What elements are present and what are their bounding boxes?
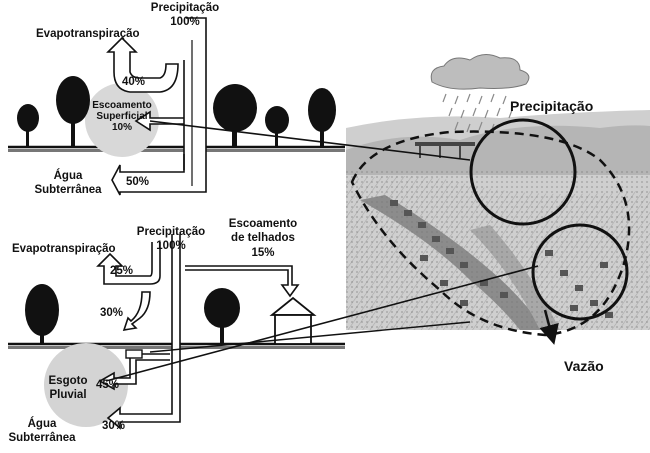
sewer-arrow	[98, 353, 170, 391]
top-runoff-label-2: Superficial	[96, 111, 148, 122]
roof-runoff-label-1: Escoamento	[228, 218, 298, 230]
top-trees	[17, 76, 336, 147]
bottom-connector-line	[105, 265, 539, 382]
bottom-trees	[25, 284, 240, 344]
top-precipitation-pct: 100%	[170, 16, 200, 28]
zoom-circle-urban	[531, 223, 629, 321]
bottom-evapotranspiration-pct: 25%	[110, 265, 134, 277]
sewer-label-1: Esgoto	[48, 375, 88, 387]
top-runoff-arrow	[134, 110, 184, 132]
bottom-precipitation-arrow	[106, 234, 181, 430]
bottom-panel-urban	[8, 234, 539, 430]
roof-runoff-label-2: de telhados	[231, 232, 295, 244]
city-landscape-illustration	[346, 54, 650, 345]
bottom-groundwater-label-2: Subterrânea	[8, 432, 76, 444]
top-evapotranspiration-label: Evapotranspiração	[36, 28, 140, 40]
outflow-arrow	[539, 309, 559, 345]
top-groundwater-label-1: Água	[53, 170, 83, 182]
top-evapotranspiration-pct: 40%	[122, 76, 146, 88]
top-runoff-pct: 10%	[111, 122, 132, 133]
top-groundwater-pct: 50%	[126, 176, 150, 188]
sewer-pct: 45%	[96, 379, 120, 391]
bottom-precipitation-label: Precipitação	[136, 226, 206, 238]
top-precipitation-arrow	[111, 17, 207, 196]
bottom-evapotranspiration-arrow	[96, 242, 161, 285]
landscape-precipitation-label: Precipitação	[510, 98, 594, 114]
top-runoff-highlight	[85, 83, 159, 157]
bottom-precipitation-pct: 100%	[156, 240, 186, 252]
bottom-groundwater-pct: 30%	[102, 420, 126, 432]
top-groundwater-label-2: Subterrânea	[34, 184, 102, 196]
roof-runoff-arrow	[185, 265, 300, 298]
zoom-circle-rural	[469, 118, 577, 226]
cloud-icon	[430, 54, 530, 90]
infiltration-arrow	[122, 291, 151, 332]
infiltration-pct: 30%	[100, 307, 124, 319]
city-houses	[390, 200, 613, 318]
sewer-label-2: Pluvial	[49, 389, 87, 401]
rain-icon	[442, 93, 513, 133]
top-connector-line	[149, 120, 471, 161]
top-runoff-label-1: Escoamento	[92, 100, 152, 111]
bottom-groundwater-label-1: Água	[27, 418, 57, 430]
roof-runoff-pct: 15%	[251, 247, 275, 259]
outflow-label: Vazão	[564, 358, 604, 374]
top-precipitation-label: Precipitação	[150, 2, 220, 14]
bottom-sewer-highlight	[44, 343, 128, 427]
top-panel-rural	[8, 17, 471, 196]
bottom-evapotranspiration-label: Evapotranspiração	[12, 243, 116, 255]
top-evapotranspiration-arrow	[106, 36, 179, 93]
